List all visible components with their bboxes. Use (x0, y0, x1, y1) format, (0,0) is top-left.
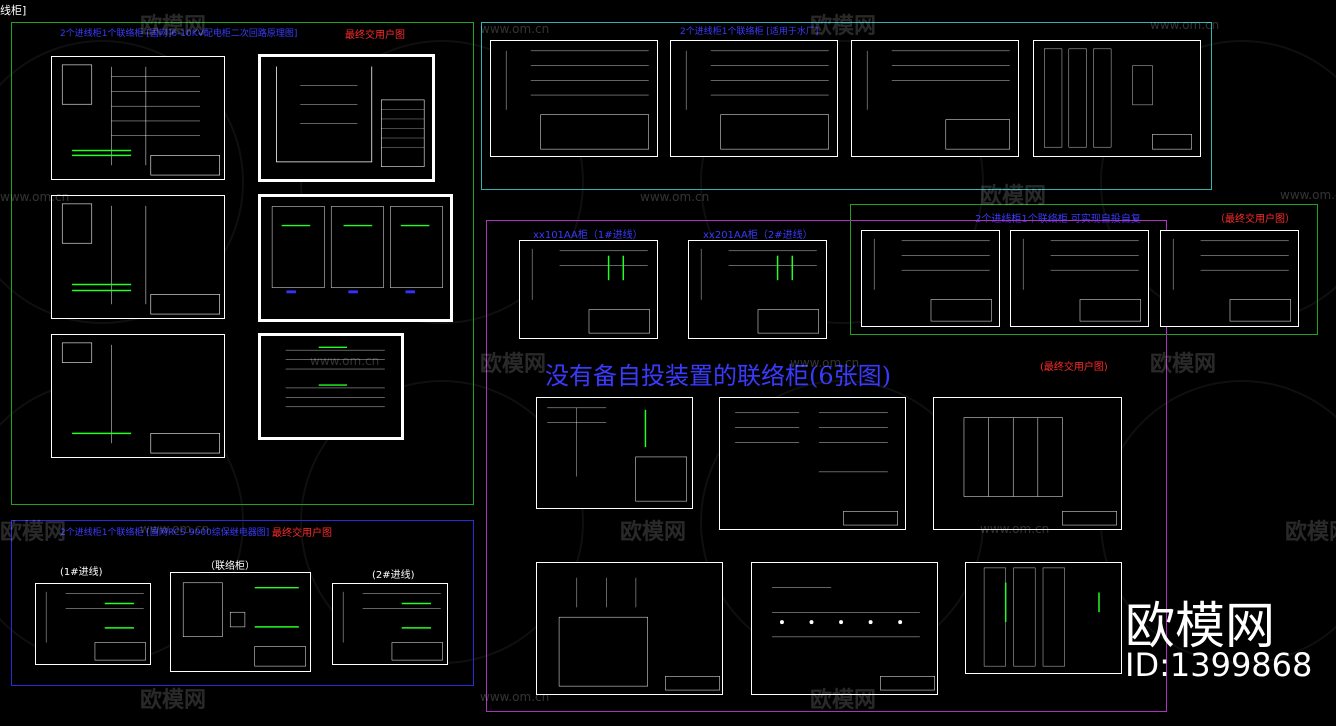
watermark-url: www.om.cn (310, 354, 380, 368)
schematic-sheet[interactable] (851, 40, 1019, 157)
schematic-sheet[interactable] (332, 583, 448, 665)
schematic-sheet[interactable] (51, 334, 225, 458)
watermark-url: www.om.cn (0, 190, 70, 204)
watermark-url: www.om.cn (790, 356, 860, 370)
watermark-brand: 欧模网 (140, 688, 207, 713)
group-mid-right[interactable] (850, 204, 1318, 335)
schematic-sheet[interactable] (51, 56, 225, 180)
watermark-brand: 欧模网 (980, 184, 1047, 209)
schematic-sheet[interactable] (258, 54, 435, 182)
group-purple[interactable] (486, 220, 1167, 712)
schematic-sheet[interactable] (1033, 40, 1201, 157)
schematic-sheet[interactable] (670, 40, 838, 157)
group-top-right[interactable] (481, 22, 1212, 190)
watermark-url: www.om.cn (980, 522, 1050, 536)
group-mid-right-final-label: （最终交用户图） (1215, 214, 1295, 225)
group-purple-main-title: 没有备自投装置的联络柜(6张图) (545, 362, 891, 390)
schematic-sheet[interactable] (965, 562, 1122, 674)
schematic-sheet[interactable] (1010, 230, 1149, 327)
watermark-url: www.om.cn (640, 190, 710, 204)
schematic-sheet[interactable] (258, 333, 404, 440)
schematic-sheet[interactable] (751, 562, 938, 695)
group-bottom-left[interactable] (11, 520, 474, 686)
group-mid-right-title: 2个进线柜1个联络柜 可实现自投自复 (975, 214, 1141, 225)
watermark-id: ID:1399868 (1125, 646, 1313, 684)
group-purple-sub1: xx101AA柜（1#进线） (533, 230, 643, 241)
bl-label-1: (1#进线) (60, 567, 103, 578)
schematic-sheet[interactable] (536, 397, 693, 509)
bl-label-2: （联络柜） (205, 561, 255, 572)
group-bottom-left-final-label: 最终交用户图 (272, 528, 332, 539)
schematic-sheet[interactable] (861, 230, 1000, 327)
schematic-sheet[interactable] (35, 583, 151, 665)
watermark-brand: 欧模网 (1150, 352, 1217, 377)
group-top-right-title: 2个进线柜1个联络柜 [适用于水厂] (680, 27, 819, 37)
watermark-url: www.om.cn (480, 690, 550, 704)
watermark-brand: 欧模网 (0, 520, 67, 545)
watermark-brand: 欧模网 (810, 14, 877, 39)
watermark-brand: 欧模网 (480, 352, 547, 377)
group-bottom-left-title: 2个进线柜1个联络柜 [国网RCS-9000综保继电器图] (60, 528, 270, 538)
schematic-sheet[interactable] (490, 40, 658, 157)
watermark-url: www.om.cn (1280, 188, 1336, 202)
watermark-url: www.om.cn (480, 22, 550, 36)
group-purple-final-label: (最终交用户图) (1040, 362, 1108, 373)
schematic-sheet[interactable] (1160, 230, 1299, 327)
schematic-sheet[interactable] (719, 397, 906, 530)
schematic-sheet[interactable] (258, 194, 453, 322)
viewport-title: 线柜] (0, 4, 27, 17)
watermark-big-brand: 欧模网 (1125, 597, 1275, 655)
watermark-arc (700, 40, 984, 324)
watermark-brand: 欧模网 (140, 14, 207, 39)
group-purple-sub2: xx201AA柜（2#进线） (703, 230, 813, 241)
watermark-brand: 欧模网 (1285, 520, 1336, 545)
schematic-sheet[interactable] (536, 562, 723, 695)
watermark-brand: 欧模网 (620, 520, 687, 545)
schematic-sheet[interactable] (933, 397, 1122, 530)
schematic-sheet[interactable] (688, 240, 827, 339)
group-top-left-final-label: 最终交用户图 (345, 30, 405, 41)
watermark-url: www.om.cn (140, 522, 210, 536)
schematic-sheet[interactable] (51, 195, 225, 319)
watermark-url: www.om.cn (1150, 18, 1220, 32)
bl-label-3: (2#进线) (372, 570, 415, 581)
watermark-brand: 欧模网 (810, 688, 877, 713)
schematic-sheet[interactable] (519, 240, 658, 339)
group-top-left-title: 2个进线柜1个联络柜 [国网]6-10KV配电柜二次回路原理图] (60, 29, 298, 39)
watermark-arc (300, 40, 584, 324)
schematic-sheet[interactable] (170, 572, 311, 672)
group-top-left[interactable] (11, 22, 474, 505)
